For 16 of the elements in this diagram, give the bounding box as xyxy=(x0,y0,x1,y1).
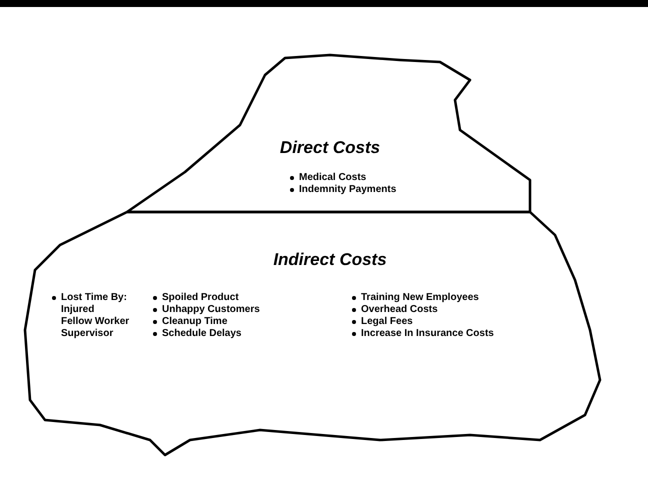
list-item: Spoiled Product xyxy=(151,292,239,304)
list-item: Medical Costs xyxy=(288,172,366,184)
list-item: Cleanup Time xyxy=(151,316,228,328)
list-item: Indemnity Payments xyxy=(288,184,396,196)
heading: Indirect Costs xyxy=(273,250,387,270)
list-item: Supervisor xyxy=(61,328,114,340)
list-item: Training New Employees xyxy=(350,292,479,304)
heading: Direct Costs xyxy=(280,138,380,158)
list-item: Overhead Costs xyxy=(350,304,438,316)
list-item: Legal Fees xyxy=(350,316,413,328)
list-item: Schedule Delays xyxy=(151,328,242,340)
list-item: Increase In Insurance Costs xyxy=(350,328,494,340)
list-item: Injured xyxy=(61,304,94,316)
list-item: Lost Time By: xyxy=(50,292,127,304)
list-item: Fellow Worker xyxy=(61,316,130,328)
list-item: Unhappy Customers xyxy=(151,304,260,316)
